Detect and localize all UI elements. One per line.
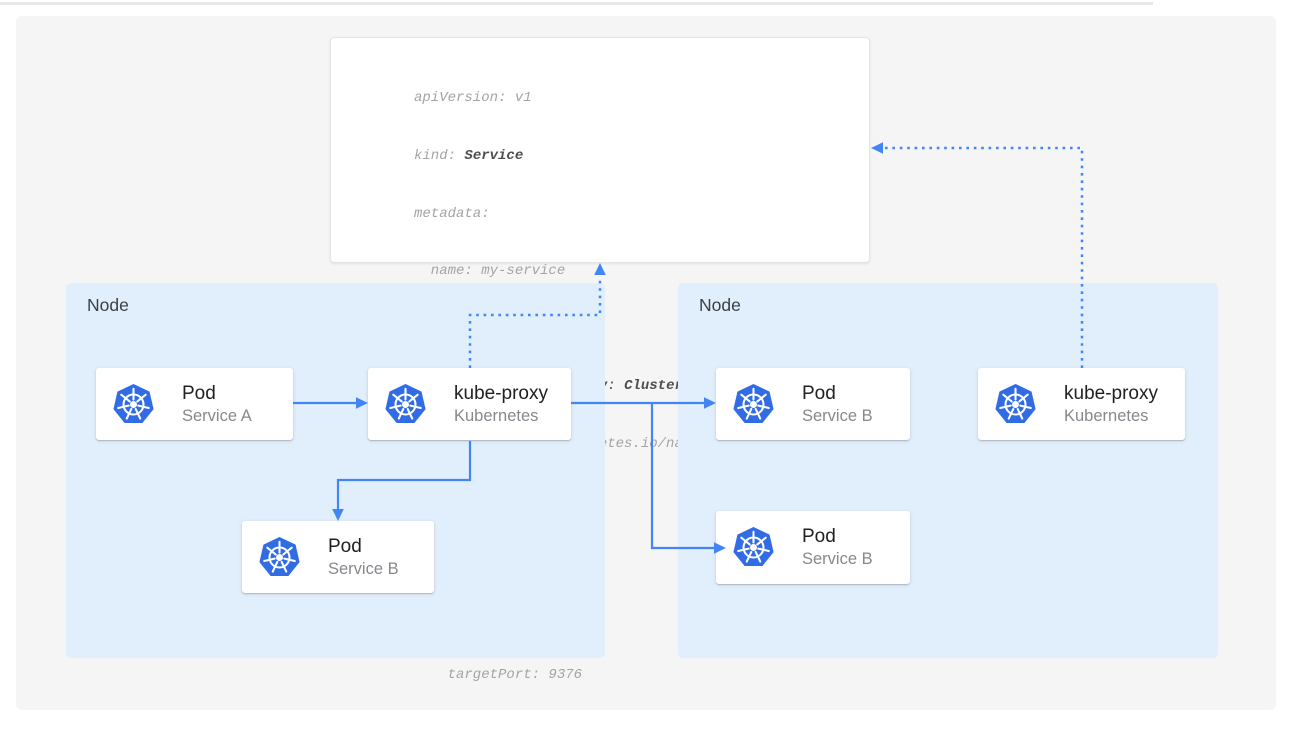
card-subtitle: Kubernetes	[454, 406, 539, 425]
node-box-left: Node P	[66, 283, 605, 658]
card-subtitle: Kubernetes	[1064, 406, 1149, 425]
yaml-line: targetPort: 9376	[414, 666, 583, 683]
kubernetes-icon	[382, 381, 429, 428]
kubernetes-icon	[730, 524, 777, 571]
kubernetes-icon	[992, 381, 1039, 428]
diagram-panel: apiVersion: v1 kind: Service metadata: n…	[16, 16, 1276, 710]
kubernetes-icon	[730, 381, 777, 428]
card-title: Pod	[328, 535, 362, 557]
pod-card-service-b-right-1: Pod Service B	[716, 368, 910, 440]
kube-proxy-card-right: kube-proxy Kubernetes	[978, 368, 1185, 440]
pod-card-service-b-left: Pod Service B	[242, 521, 434, 593]
service-yaml-card: apiVersion: v1 kind: Service metadata: n…	[330, 37, 870, 683]
card-subtitle: Service A	[182, 406, 252, 425]
yaml-line: apiVersion: v1	[414, 90, 532, 107]
card-title: Pod	[802, 382, 836, 404]
pod-card-service-b-right-2: Pod Service B	[716, 511, 910, 584]
yaml-line: metadata:	[414, 205, 490, 222]
card-subtitle: Service B	[802, 406, 873, 425]
yaml-line: kind: Service	[414, 148, 524, 165]
card-subtitle: Service B	[328, 559, 399, 578]
node-label: Node	[699, 295, 741, 315]
node-box-right: Node P	[678, 283, 1218, 658]
yaml-line: name: my-service	[414, 263, 566, 280]
card-title: kube-proxy	[454, 382, 548, 404]
node-label: Node	[87, 295, 129, 315]
card-title: Pod	[182, 382, 216, 404]
card-title: Pod	[802, 526, 836, 547]
pod-card-service-a: Pod Service A	[96, 368, 293, 440]
kube-proxy-card-left: kube-proxy Kubernetes	[368, 368, 571, 440]
top-divider	[0, 2, 1153, 5]
kubernetes-icon	[256, 534, 303, 581]
card-subtitle: Service B	[802, 550, 873, 568]
kubernetes-icon	[110, 381, 157, 428]
card-title: kube-proxy	[1064, 382, 1158, 404]
